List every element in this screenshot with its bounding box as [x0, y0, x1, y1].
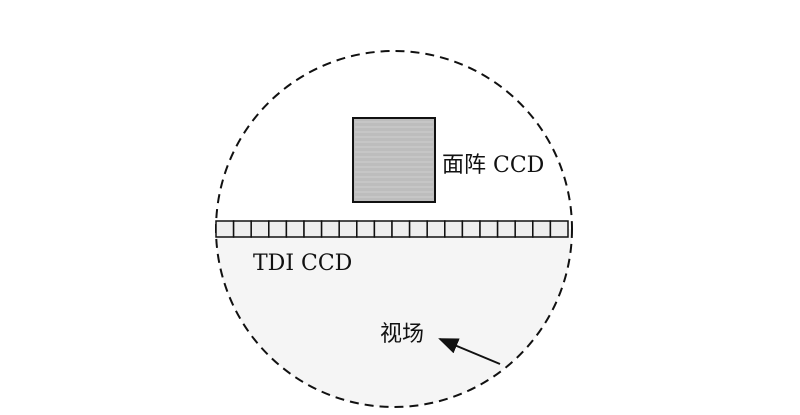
tdi-ccd-cell: [250, 220, 270, 238]
tdi-ccd-cell: [426, 220, 446, 238]
tdi-ccd-cell: [268, 220, 288, 238]
tdi-ccd-cell: [408, 220, 428, 238]
tdi-ccd-cell: [285, 220, 305, 238]
tdi-ccd-cell: [514, 220, 534, 238]
field-of-view-lower-fill: [216, 229, 572, 407]
tdi-ccd-cell: [303, 220, 323, 238]
tdi-ccd-strip: [215, 220, 569, 238]
tdi-ccd-cell: [549, 220, 569, 238]
area-ccd-label: 面阵 CCD: [442, 153, 544, 178]
tdi-ccd-cell: [479, 220, 499, 238]
arrow-icon: [438, 338, 501, 365]
tdi-ccd-cell: [373, 220, 393, 238]
tdi-ccd-cell: [320, 220, 340, 238]
area-ccd: [352, 117, 436, 203]
tdi-ccd-cell: [215, 220, 235, 238]
tdi-ccd-cell: [444, 220, 464, 238]
tdi-ccd-cell: [532, 220, 552, 238]
tdi-ccd-cell: [338, 220, 358, 238]
field-of-view-label: 视场: [380, 322, 424, 347]
tdi-ccd-cell: [232, 220, 252, 238]
tdi-ccd-cell: [461, 220, 481, 238]
tdi-ccd-cell: [496, 220, 516, 238]
tdi-ccd-label: TDI CCD: [253, 251, 352, 276]
tdi-ccd-cell: [391, 220, 411, 238]
tdi-ccd-cell: [356, 220, 376, 238]
